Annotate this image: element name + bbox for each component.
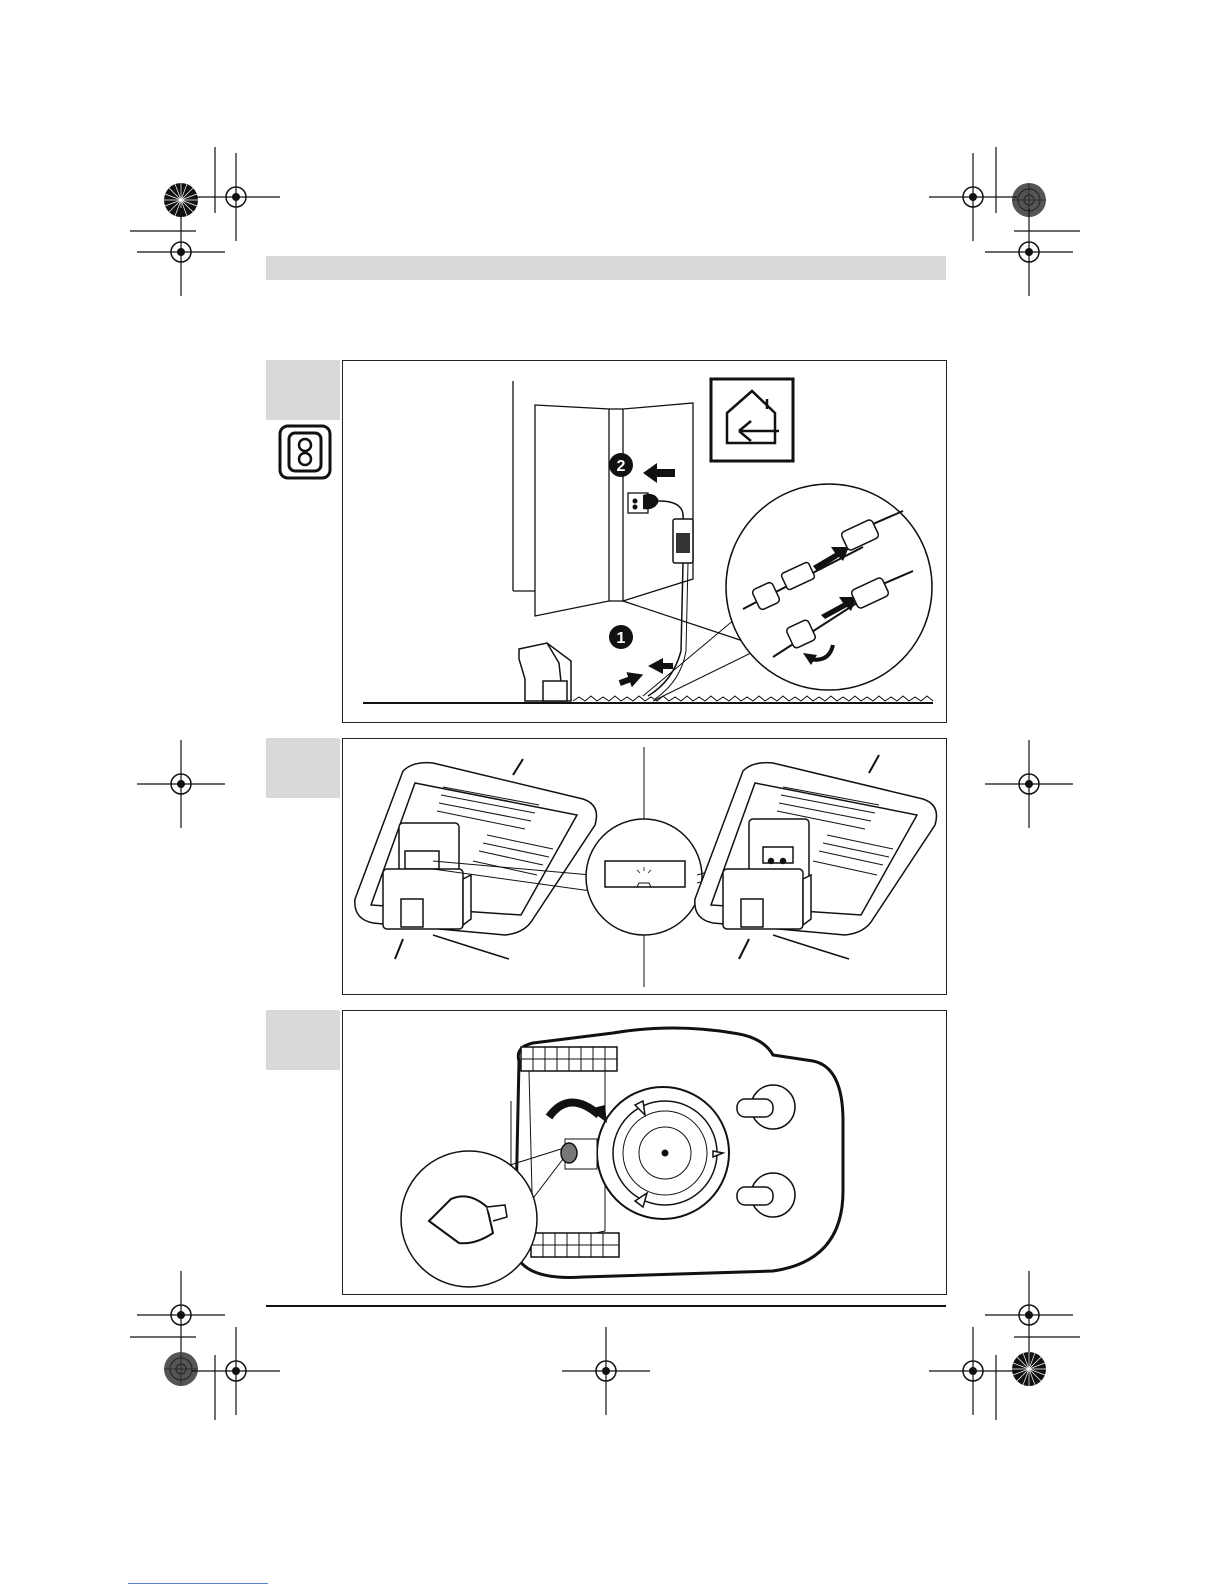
figure-1-tab [266,360,340,420]
arrow-left-icon [643,463,675,483]
step-1-marker: 1 [609,625,673,691]
step-2-marker: 2 [609,453,675,483]
status-led-icon [586,819,702,935]
lock-knob-detail-icon [401,1151,537,1287]
figure-1-panel: 2 1 [342,360,947,723]
docking-station-icon [519,643,571,701]
docking-station-icon [695,763,937,935]
power-outlet-icon [628,493,659,513]
arrow-right-icon [617,667,646,691]
svg-text:1: 1 [617,630,626,647]
figure-3-panel [342,1010,947,1295]
grass-line [363,696,933,703]
figure-2-panel [342,738,947,995]
blade-disc-icon [597,1087,729,1219]
figure-3-tab [266,1010,340,1070]
docking-station-icon [355,763,597,935]
wheel-icon [521,1047,617,1071]
wheel-icon [531,1233,619,1257]
svg-text:2: 2 [617,458,626,475]
header-band [266,256,946,280]
indoor-house-icon [711,379,793,461]
read-manual-icon [278,424,332,480]
cable-connector-icon [726,484,932,690]
figure-2-tab [266,738,340,798]
footer-rule [266,1305,946,1307]
lock-knob-icon [561,1139,597,1169]
arrow-left-icon [648,658,673,674]
power-supply-icon [673,519,693,563]
